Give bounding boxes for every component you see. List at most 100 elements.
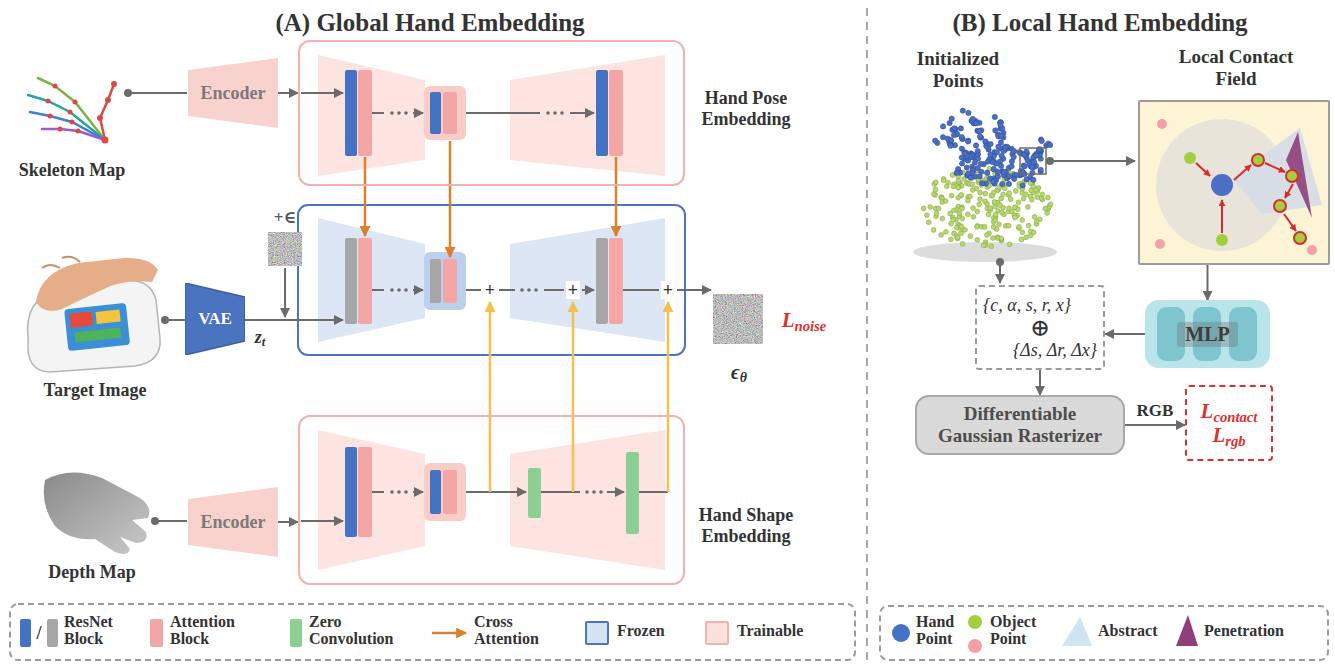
cloud-point bbox=[941, 178, 946, 183]
cloud-point bbox=[966, 138, 971, 143]
latent-label: zt bbox=[255, 327, 266, 348]
subscript: θ bbox=[740, 370, 747, 385]
cloud-point bbox=[1016, 200, 1021, 205]
input-line bbox=[151, 517, 187, 525]
cloud-point bbox=[954, 170, 959, 175]
node-label: Encoder bbox=[201, 83, 266, 104]
local-contact-field-figure bbox=[1286, 132, 1312, 218]
cloud-point bbox=[980, 181, 985, 186]
local-contact-field-figure bbox=[1221, 200, 1223, 233]
cloud-point bbox=[1006, 181, 1011, 186]
cloud-point bbox=[933, 138, 938, 143]
cloud-point bbox=[1017, 225, 1022, 230]
text-group: Encoder bbox=[201, 512, 266, 533]
cloud-point bbox=[933, 187, 938, 192]
denoising-unet bbox=[397, 288, 401, 292]
cloud-point bbox=[955, 236, 960, 241]
cloud-point bbox=[948, 211, 953, 216]
cloud-point bbox=[941, 124, 946, 129]
denoising-unet bbox=[413, 289, 423, 291]
node-label: {c, α, s, r, x} bbox=[983, 295, 1071, 316]
cloud-point bbox=[959, 224, 964, 229]
cloud-point bbox=[988, 152, 993, 157]
cloud-point bbox=[957, 211, 962, 216]
cloud-point bbox=[975, 224, 980, 229]
cloud-point bbox=[975, 209, 980, 214]
target-image-figure bbox=[28, 257, 161, 372]
denoising-unet bbox=[318, 218, 425, 342]
legend-swatch bbox=[585, 621, 609, 645]
connector-arrow bbox=[1207, 265, 1209, 300]
local-contact-field-figure bbox=[1265, 163, 1285, 172]
cloud-point bbox=[956, 178, 961, 183]
skeleton-map-figure bbox=[105, 97, 111, 103]
cloud-point bbox=[1034, 153, 1039, 158]
input-line bbox=[128, 92, 187, 94]
cloud-point bbox=[966, 198, 971, 203]
hand-shape-controlnet bbox=[390, 490, 394, 494]
hand-shape-controlnet bbox=[592, 490, 596, 494]
hand-shape-controlnet bbox=[528, 468, 541, 518]
legend-label: Penetration bbox=[1204, 623, 1284, 640]
legend-swatch bbox=[968, 615, 982, 629]
input-label: Skeleton Map bbox=[19, 160, 126, 181]
legend-separator: / bbox=[36, 623, 41, 644]
cloud-point bbox=[956, 185, 961, 190]
cloud-point bbox=[978, 135, 983, 140]
target-image-figure bbox=[96, 310, 121, 324]
node-label: Encoder bbox=[201, 512, 266, 533]
hand-pose-unet bbox=[301, 92, 343, 94]
cloud-point bbox=[991, 167, 996, 172]
connector-arrow bbox=[1125, 424, 1185, 426]
cloud-point bbox=[952, 126, 957, 131]
text-group: Differentiable Gaussian Rasterizer bbox=[925, 403, 1115, 447]
hand-pose-unet bbox=[510, 55, 665, 176]
cloud-point bbox=[991, 167, 996, 172]
block-shape bbox=[185, 283, 245, 355]
hand-pose-unet bbox=[404, 111, 408, 115]
input-line bbox=[165, 319, 186, 321]
local-contact-field-figure bbox=[1285, 184, 1293, 198]
cloud-point bbox=[978, 197, 983, 202]
loss-label: Lnoise bbox=[782, 308, 827, 332]
cloud-point bbox=[985, 171, 990, 176]
cloud-point bbox=[1020, 230, 1025, 235]
node-label: {Δs, Δr, Δx} bbox=[1013, 340, 1097, 361]
denoising-unet bbox=[510, 218, 665, 342]
local-contact-field-figure bbox=[1196, 163, 1210, 176]
cloud-point bbox=[975, 148, 980, 153]
local-contact-field-figure bbox=[1138, 100, 1330, 265]
hand-shape-controlnet bbox=[424, 463, 466, 521]
hand-shape-controlnet bbox=[466, 491, 526, 493]
cloud-point bbox=[1031, 177, 1036, 182]
skeleton-map-figure bbox=[28, 95, 105, 140]
cloud-point bbox=[975, 237, 980, 242]
panel-divider bbox=[867, 8, 868, 660]
cloud-point bbox=[978, 161, 983, 166]
hand-shape-controlnet bbox=[397, 490, 401, 494]
legend-label: ResNet Block bbox=[64, 614, 126, 648]
legend-swatch bbox=[150, 619, 163, 647]
cloud-point bbox=[979, 169, 984, 174]
cloud-point bbox=[1039, 138, 1044, 143]
denoising-unet bbox=[245, 268, 711, 320]
target-image-figure bbox=[42, 265, 60, 268]
cloud-point bbox=[994, 150, 999, 155]
hand-pose-unet bbox=[466, 112, 540, 114]
cloud-point bbox=[1026, 205, 1031, 210]
cloud-point bbox=[1028, 233, 1033, 238]
text-group: LcontactLrgb bbox=[1201, 399, 1258, 447]
skeleton-map-figure bbox=[100, 84, 114, 140]
hand-pose-unet bbox=[596, 70, 608, 156]
skeleton-map-figure bbox=[73, 100, 78, 105]
denoising-unet bbox=[372, 289, 384, 291]
hand-shape-controlnet bbox=[390, 490, 603, 494]
cloud-point bbox=[977, 202, 982, 207]
node-label: MLP bbox=[1177, 322, 1237, 347]
cross-attention-arrows bbox=[365, 141, 616, 257]
hand-pose-unet bbox=[301, 93, 594, 113]
cloud-point bbox=[960, 206, 965, 211]
legend-label: Hand Point bbox=[916, 614, 966, 648]
cloud-point bbox=[998, 203, 1003, 208]
local-contact-field-figure bbox=[1307, 245, 1317, 255]
